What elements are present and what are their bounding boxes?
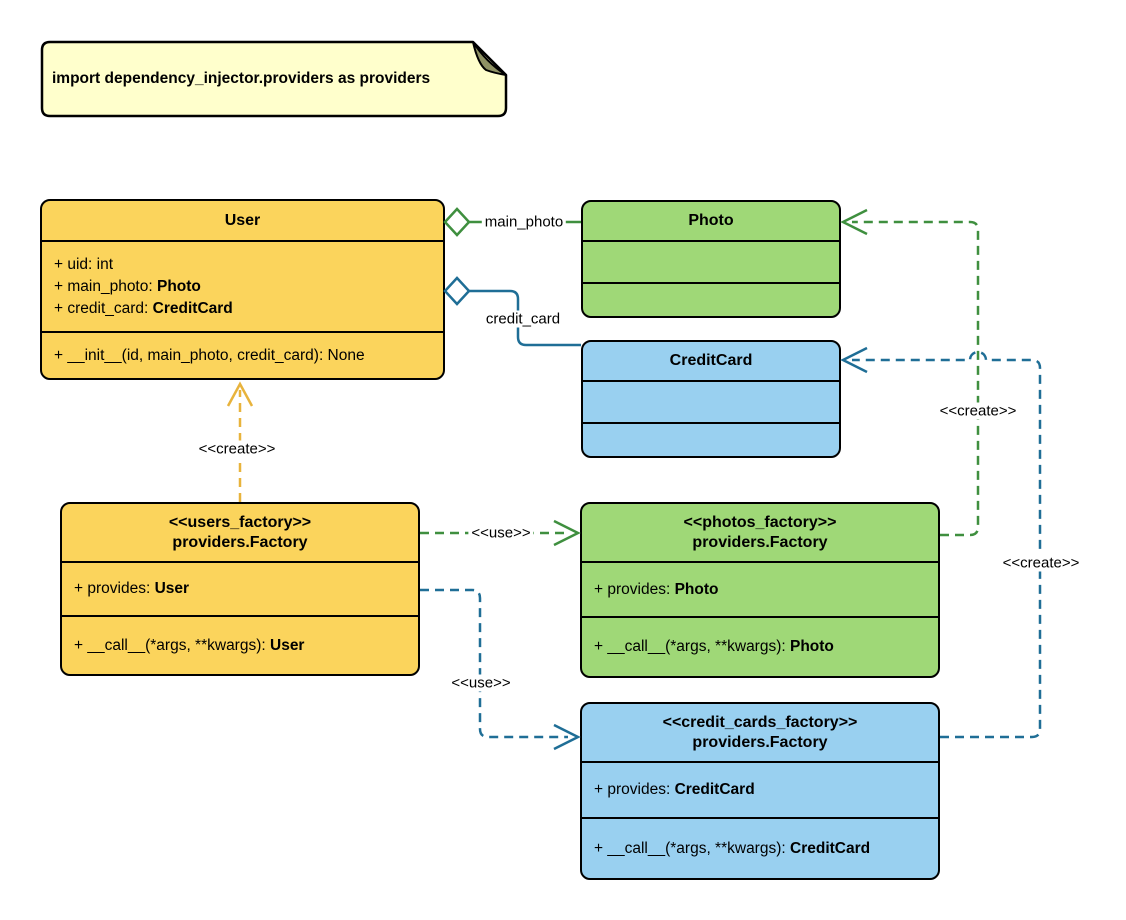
class-credit-cards-factory-attributes: + provides: CreditCard [582,763,938,819]
note-fold-corner [472,41,507,76]
class-creditcard: CreditCard [581,340,841,458]
edge-label-main-photo: main_photo [481,213,567,231]
class-photo: Photo [581,200,841,318]
attribute-row: + provides: Photo [594,580,719,598]
attribute-row: + credit_card: CreditCard [54,299,233,317]
use-credit-cards-line [420,588,568,739]
note: import dependency_injector.providers as … [40,40,508,118]
class-users-factory: <<users_factory>> providers.Factory + pr… [60,502,420,676]
stereotype: <<users_factory>> [168,513,312,531]
create-credit-card-arrowhead [840,346,868,374]
aggregation-diamond-credit-card [443,276,471,306]
class-name: providers.Factory [692,733,828,751]
class-creditcard-attributes [583,382,839,424]
note-body [40,40,508,118]
class-photos-factory: <<photos_factory>> providers.Factory + p… [580,502,940,678]
stereotype: <<photos_factory>> [683,513,837,531]
edge-label-credit-card: credit_card [482,310,564,328]
edge-label-create-credit-card: <<create>> [999,554,1083,572]
class-credit-cards-factory-methods: + __call__(*args, **kwargs): CreditCard [582,819,938,878]
class-user: User + uid: int + main_photo: Photo + cr… [40,199,445,380]
use-photos-arrowhead [553,519,581,547]
edge-label-use-credit-cards: <<use>> [448,674,514,692]
class-photos-factory-title: <<photos_factory>> providers.Factory [582,504,938,563]
edge-label-create-photo: <<create>> [936,402,1020,420]
class-creditcard-title: CreditCard [583,342,839,382]
method-row: + __call__(*args, **kwargs): Photo [594,638,834,655]
attribute-row: + provides: User [74,580,190,597]
attribute-row: + main_photo: Photo [54,277,201,295]
class-name: providers.Factory [172,533,308,551]
note-text: import dependency_injector.providers as … [52,70,431,87]
class-users-factory-attributes: + provides: User [62,563,418,617]
stereotype: <<credit_cards_factory>> [662,713,858,731]
create-photo-line [852,220,980,537]
method-row: + __call__(*args, **kwargs): CreditCard [594,839,871,857]
class-photo-attributes [583,242,839,284]
class-user-methods: + __init__(id, main_photo, credit_card):… [42,333,443,378]
create-user-arrowhead [226,381,254,407]
class-photo-methods [583,284,839,316]
class-credit-cards-factory: <<credit_cards_factory>> providers.Facto… [580,702,940,880]
class-credit-cards-factory-title: <<credit_cards_factory>> providers.Facto… [582,704,938,763]
class-users-factory-methods: + __call__(*args, **kwargs): User [62,617,418,674]
attribute-row: + uid: int [54,255,114,273]
edge-label-use-photos: <<use>> [468,524,534,542]
class-photo-title: Photo [583,202,839,242]
attribute-row: + provides: CreditCard [594,781,755,798]
class-user-attributes: + uid: int + main_photo: Photo + credit_… [42,242,443,333]
class-photos-factory-attributes: + provides: Photo [582,563,938,618]
use-credit-cards-arrowhead [553,723,581,751]
class-name: providers.Factory [692,533,828,551]
method-row: + __call__(*args, **kwargs): User [74,636,305,654]
class-user-title: User [42,201,443,242]
create-photo-arrowhead [840,208,868,236]
method-row: + __init__(id, main_photo, credit_card):… [54,346,365,364]
class-creditcard-methods [583,424,839,456]
class-users-factory-title: <<users_factory>> providers.Factory [62,504,418,563]
class-photos-factory-methods: + __call__(*args, **kwargs): Photo [582,618,938,676]
note-shape [40,40,508,118]
aggregation-diamond-main-photo [443,207,471,237]
edge-label-create-user: <<create>> [195,440,279,458]
